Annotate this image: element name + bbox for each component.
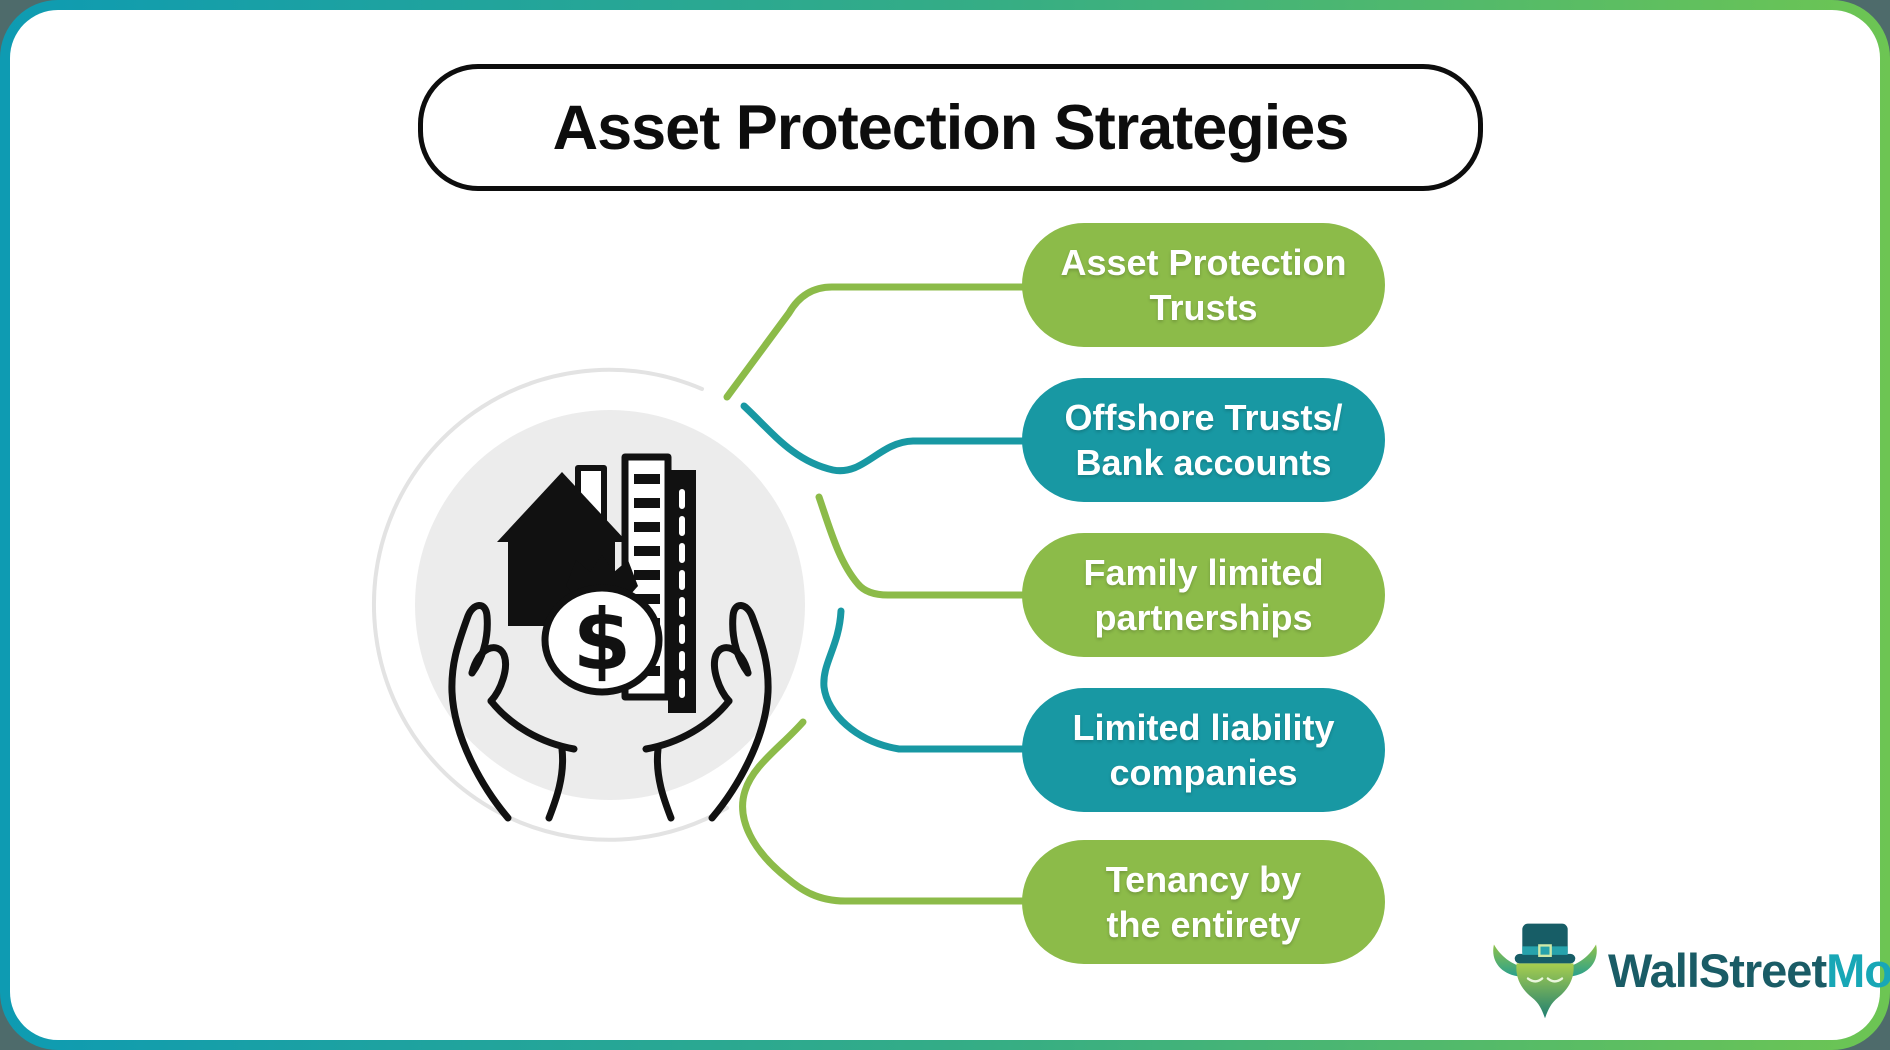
decorative-arc bbox=[372, 367, 729, 842]
strategy-pill-asset-protection-trusts: Asset Protection Trusts bbox=[1022, 223, 1385, 347]
left-hand-icon bbox=[448, 602, 578, 822]
strategy-pill-family-limited-partnerships: Family limited partnerships bbox=[1022, 533, 1385, 657]
title-box: Asset Protection Strategies bbox=[418, 64, 1483, 191]
strategy-pill-offshore-trusts: Offshore Trusts/ Bank accounts bbox=[1022, 378, 1385, 502]
right-hand-icon bbox=[642, 602, 772, 822]
wallstreetmojo-logo: WallStreetMojo bbox=[1488, 918, 1890, 1022]
pill-label-line: Tenancy by bbox=[1105, 859, 1302, 900]
pill-label-line: Offshore Trusts/ bbox=[1064, 397, 1343, 438]
connector-asset-protection-trusts bbox=[723, 283, 1036, 401]
connector-family-limited-partnerships bbox=[815, 493, 1036, 599]
pill-label-line: companies bbox=[1109, 752, 1298, 793]
logo-text: WallStreetMojo bbox=[1608, 943, 1890, 998]
house-roof-icon bbox=[497, 472, 627, 542]
strategy-pill-tenancy-by-entirety: Tenancy by the entirety bbox=[1022, 840, 1385, 964]
pill-label-line: Limited liability bbox=[1072, 707, 1335, 748]
pill-label-line: Bank accounts bbox=[1075, 442, 1332, 483]
pill-label-line: Family limited bbox=[1083, 552, 1324, 593]
dollar-sign: $ bbox=[573, 591, 631, 689]
pill-label-line: partnerships bbox=[1094, 597, 1313, 638]
strategy-pill-limited-liability-companies: Limited liability companies bbox=[1022, 688, 1385, 812]
pill-label-line: Asset Protection bbox=[1060, 242, 1347, 283]
logo-text-accent: Mojo bbox=[1826, 943, 1890, 997]
connector-tenancy-by-entirety bbox=[739, 718, 1036, 905]
page-title: Asset Protection Strategies bbox=[552, 92, 1350, 163]
pill-label-line: the entirety bbox=[1106, 904, 1301, 945]
pill-label-line: Trusts bbox=[1149, 287, 1258, 328]
bull-icon bbox=[1493, 923, 1597, 1019]
logo-text-primary: WallStreet bbox=[1608, 943, 1827, 997]
dark-building-icon bbox=[668, 470, 696, 713]
connector-limited-liability-companies bbox=[820, 607, 1036, 753]
hands-holding-assets-icon: $ bbox=[448, 453, 772, 822]
connector-offshore-trusts bbox=[740, 402, 1036, 475]
moneybag-icon bbox=[541, 584, 663, 696]
